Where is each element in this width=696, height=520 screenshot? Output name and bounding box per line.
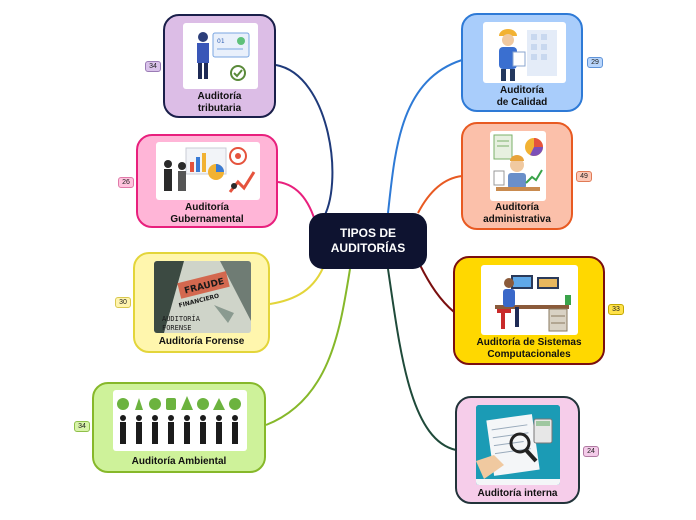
count-badge-sistemas: 33 (608, 304, 624, 315)
topic-label: Auditoría Ambiental (131, 456, 227, 467)
count-badge-gubernamental: 26 (118, 177, 134, 188)
administrative-audit-illustration (493, 134, 543, 191)
topic-label: Auditoría interna (477, 488, 558, 499)
count-badge-ambiental: 34 (74, 421, 90, 432)
topic-auditoria-tributaria[interactable]: 01 Auditoría tributaria (163, 14, 276, 118)
topic-label: Auditoría Forense (158, 336, 245, 347)
topic-auditoria-administrativa[interactable]: Auditoría administrativa (461, 122, 573, 230)
count-badge-administrativa: 49 (576, 171, 592, 182)
link-ambiental (265, 268, 351, 426)
count-badge-calidad: 29 (587, 57, 603, 68)
topic-auditoria-ambiental[interactable]: Auditoría Ambiental (92, 382, 266, 473)
administrative-audit-image (490, 131, 546, 201)
forensic-audit-illustration: FRAUDE FINANCIERO AUDITORÍA FORENSE (154, 261, 251, 333)
link-calidad (387, 59, 463, 214)
topic-label: Auditoría de Sistemas Computacionales (476, 337, 582, 360)
tax-audit-illustration: 01 (197, 32, 250, 81)
environmental-audit-image (113, 390, 247, 451)
count-badge-tributaria: 34 (145, 61, 161, 72)
topic-auditoria-gubernamental[interactable]: Auditoría Gubernamental (136, 134, 278, 228)
topic-label: Auditoría Gubernamental (170, 202, 244, 225)
link-interna (387, 268, 457, 451)
quality-audit-illustration (499, 29, 557, 81)
government-audit-image (156, 142, 260, 200)
topic-auditoria-sistemas[interactable]: Auditoría de Sistemas Computacionales (453, 256, 605, 365)
systems-audit-illustration (495, 275, 571, 332)
link-administrativa (417, 175, 463, 214)
systems-audit-image (481, 265, 578, 335)
forensic-audit-image: FRAUDE FINANCIERO AUDITORÍA FORENSE (154, 261, 251, 333)
link-forense (269, 262, 326, 305)
central-topic[interactable]: TIPOS DE AUDITORÍAS (309, 213, 427, 269)
link-tributaria (275, 64, 334, 221)
forensic-line-2: FORENSE (162, 324, 192, 332)
internal-audit-illustration (476, 405, 560, 485)
screen-text: 01 (217, 38, 225, 45)
internal-audit-image (476, 405, 560, 485)
count-badge-forense: 30 (115, 297, 131, 308)
forensic-line-1: AUDITORÍA (162, 314, 201, 323)
link-sistemas (419, 264, 455, 313)
topic-label: Auditoría tributaria (197, 91, 242, 114)
environmental-audit-illustration (117, 396, 241, 444)
tax-audit-image: 01 (183, 23, 258, 89)
topic-auditoria-interna[interactable]: Auditoría interna (455, 396, 580, 504)
government-audit-illustration (164, 147, 256, 193)
count-badge-interna: 24 (583, 446, 599, 457)
topic-label: Auditoría de Calidad (496, 85, 548, 108)
topic-label: Auditoría administrativa (483, 202, 551, 225)
topic-auditoria-calidad[interactable]: Auditoría de Calidad (461, 13, 583, 112)
topic-auditoria-forense[interactable]: FRAUDE FINANCIERO AUDITORÍA FORENSE Audi… (133, 252, 270, 353)
quality-audit-image (483, 22, 566, 83)
